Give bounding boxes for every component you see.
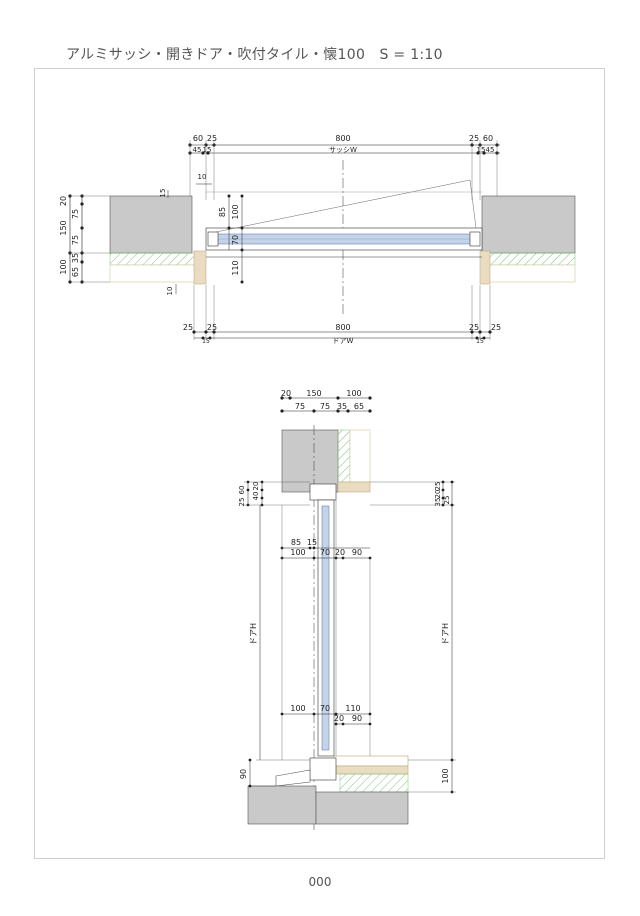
sec-right-100: 100 bbox=[441, 768, 450, 783]
plan-bottom-25-c: 25 bbox=[469, 323, 479, 332]
sec-mid-20: 20 bbox=[335, 548, 345, 557]
sec-right-20: 20 bbox=[434, 490, 442, 499]
plan-dim-15-right: 15 bbox=[477, 146, 486, 154]
plan-dim-75-b: 75 bbox=[71, 235, 80, 245]
sec-dim-75-a: 75 bbox=[295, 402, 305, 411]
plan-dim-10: 10 bbox=[198, 173, 207, 181]
plan-dim-800-top: 800 bbox=[335, 134, 350, 143]
plan-sash-w-label: サッシW bbox=[329, 146, 357, 154]
plan-dim-100-inner: 100 bbox=[231, 204, 240, 219]
sec-dim-100: 100 bbox=[346, 389, 361, 398]
plan-dim-25-right: 25 bbox=[469, 134, 479, 143]
sec-left-25: 25 bbox=[238, 498, 246, 507]
sec-low-90: 90 bbox=[352, 714, 362, 723]
sec-dim-75-b: 75 bbox=[320, 402, 330, 411]
drawing-frame bbox=[34, 68, 605, 859]
sec-low-70: 70 bbox=[320, 704, 330, 713]
sec-left-60: 60 bbox=[238, 486, 246, 495]
plan-view: 60 25 800 25 60 45 15 15 45 サッシW bbox=[59, 134, 576, 345]
sec-right-25-b: 25 bbox=[443, 496, 451, 505]
plan-bottom-25-a: 25 bbox=[183, 323, 193, 332]
section-view: 20 150 100 75 75 35 65 25 60 20 40 bbox=[238, 389, 456, 830]
plan-dim-150: 150 bbox=[59, 220, 68, 235]
page-title: アルミサッシ・開きドア・吹付タイル・懐100 S = 1:10 bbox=[66, 47, 443, 63]
plan-dim-85: 85 bbox=[218, 207, 227, 217]
plan-dim-25-left: 25 bbox=[207, 134, 217, 143]
plan-dim-100: 100 bbox=[59, 259, 68, 274]
sec-low-100: 100 bbox=[290, 704, 305, 713]
sec-door-h-left: ドアH bbox=[249, 623, 258, 645]
plan-bottom-25-b: 25 bbox=[207, 323, 217, 332]
plan-bottom-15-a: 15 bbox=[202, 338, 210, 345]
plan-dim-15-left: 15 bbox=[203, 146, 212, 154]
sec-low-110: 110 bbox=[345, 704, 360, 713]
sec-mid-85: 85 bbox=[291, 538, 301, 547]
plan-dim-75-a: 75 bbox=[71, 209, 80, 219]
sec-door-h-right: ドアH bbox=[441, 623, 450, 645]
plan-dim-60-left: 60 bbox=[193, 134, 203, 143]
sec-left-40: 40 bbox=[252, 492, 260, 501]
sec-dim-65: 65 bbox=[354, 402, 364, 411]
plan-bottom-15-b: 15 bbox=[476, 338, 484, 345]
sec-low-20: 20 bbox=[334, 714, 344, 723]
sec-right-25: 25 bbox=[434, 482, 442, 491]
plan-dim-20: 20 bbox=[59, 196, 68, 206]
plan-dim-60-right: 60 bbox=[483, 134, 493, 143]
plan-bottom-25-d: 25 bbox=[491, 323, 501, 332]
page-number: 000 bbox=[308, 875, 332, 889]
sec-mid-15: 15 bbox=[307, 538, 317, 547]
plan-door-w-label: ドアW bbox=[333, 337, 354, 345]
plan-dim-35: 35 bbox=[71, 253, 80, 263]
sec-mid-70: 70 bbox=[320, 548, 330, 557]
sec-dim-20: 20 bbox=[281, 389, 291, 398]
sec-mid-100: 100 bbox=[290, 548, 305, 557]
plan-dim-45-right: 45 bbox=[486, 146, 495, 154]
sec-right-35: 35 bbox=[434, 498, 442, 507]
sec-left-20: 20 bbox=[252, 482, 260, 491]
sec-dim-35: 35 bbox=[337, 402, 347, 411]
plan-dim-15-small: 15 bbox=[159, 189, 167, 198]
plan-dim-65: 65 bbox=[71, 267, 80, 277]
plan-dim-45-left: 45 bbox=[193, 146, 202, 154]
plan-bottom-800: 800 bbox=[335, 323, 350, 332]
sec-left-90: 90 bbox=[239, 769, 248, 779]
plan-dim-110: 110 bbox=[231, 260, 240, 275]
sec-mid-90: 90 bbox=[352, 548, 362, 557]
plan-dim-10-lower: 10 bbox=[166, 287, 174, 296]
plan-dim-70: 70 bbox=[231, 235, 240, 245]
sec-dim-150: 150 bbox=[306, 389, 321, 398]
